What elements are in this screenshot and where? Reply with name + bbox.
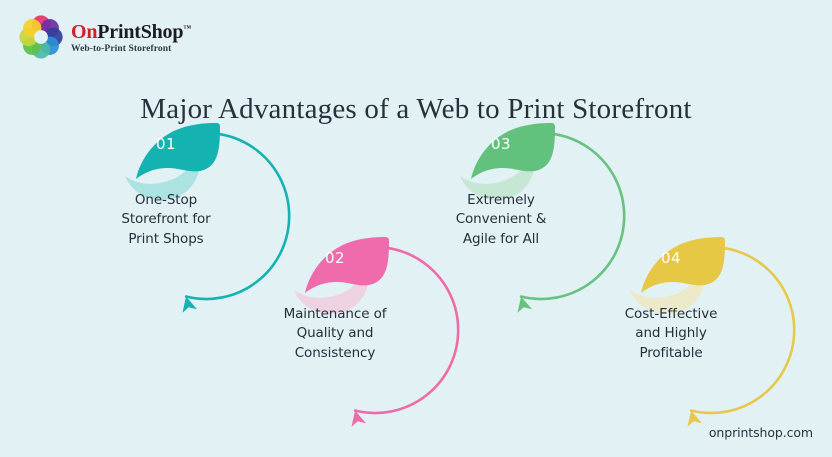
- node-badge-shadow: [294, 259, 370, 314]
- node-number-badge: [305, 237, 389, 293]
- node-badge-shadow: [460, 145, 536, 200]
- brand-name-suffix: PrintShop: [97, 20, 184, 43]
- node-ring-arc: [689, 245, 796, 415]
- brand-logo-text: OnPrintShop™ Web-to-Print Storefront: [71, 20, 191, 55]
- node-ring-arc: [519, 131, 626, 301]
- page-title: Major Advantages of a Web to Print Store…: [140, 93, 692, 126]
- node-number-badge: [136, 123, 220, 179]
- flower-petals-logo-icon: [19, 15, 63, 59]
- trademark-symbol: ™: [183, 23, 192, 33]
- site-url-label: onprintshop.com: [708, 425, 813, 440]
- brand-tagline: Web-to-Print Storefront: [71, 43, 172, 54]
- node-number-badge: [471, 123, 555, 179]
- brand-logo[interactable]: OnPrintShop™ Web-to-Print Storefront: [18, 14, 191, 60]
- node-ring-arc: [184, 131, 291, 301]
- node-arrowhead-icon: [182, 296, 197, 313]
- node-arrowhead-icon: [517, 296, 532, 313]
- node-badge-shadow: [125, 145, 201, 200]
- node-arrowhead-icon: [687, 410, 702, 427]
- brand-name: OnPrintShop™: [71, 22, 191, 42]
- brand-name-prefix: On: [71, 20, 98, 43]
- node-ring-arc: [353, 245, 460, 415]
- node-number-badge: [641, 237, 725, 293]
- node-badge-shadow: [630, 259, 706, 314]
- node-arrowhead-icon: [351, 410, 366, 427]
